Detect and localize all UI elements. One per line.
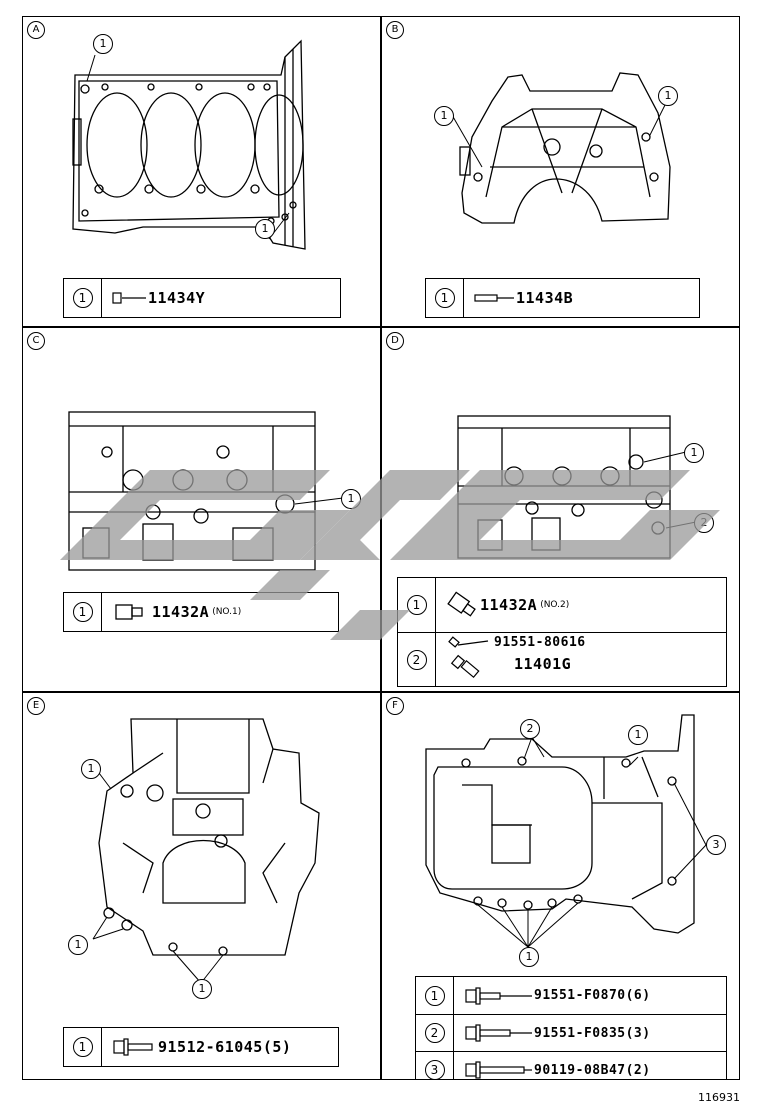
callout-a-1-bottom: 1: [255, 219, 275, 239]
callout-d-2: 2: [694, 513, 714, 533]
plug-icon: [115, 604, 143, 620]
part-number: 11434Y: [148, 289, 206, 307]
part-number: 11434B: [516, 289, 574, 307]
callout-f-1-top: 1: [628, 725, 648, 745]
part-cell: 90119-08B47(2): [454, 1052, 726, 1079]
row-index: 2: [398, 633, 436, 686]
table-row: 1 11432A (NO.2): [398, 578, 726, 632]
plug-icon: [447, 591, 476, 617]
part-number: 90119-08B47(2): [534, 1062, 651, 1078]
parts-table-d: 1 11432A (NO.2) 2: [397, 577, 727, 687]
panel-letter-c: C: [27, 332, 45, 350]
part-cell: 11432A (NO.2): [436, 578, 726, 632]
part-cell: 91551-80616 11401G: [436, 631, 726, 688]
table-row: 1 11434B: [426, 279, 699, 317]
part-cell: 11434B: [464, 279, 699, 317]
panel-letter-b: B: [386, 21, 404, 39]
part-cell: 91551-F0870(6): [454, 977, 726, 1014]
parts-table-e: 1 91512-61045(5): [63, 1027, 339, 1067]
figure-number: 116931: [698, 1091, 740, 1104]
callout-e-1-left: 1: [68, 935, 88, 955]
table-row: 2 91551-80616 11401G: [398, 632, 726, 686]
cylinder-block-top-drawing: [72, 39, 306, 250]
panel-a: A 1 1: [22, 16, 381, 327]
part-number: 91512-61045(5): [158, 1038, 292, 1056]
parts-table-f: 1 91551-F0870(6) 2: [415, 976, 727, 1079]
oil-pan-drawing: [425, 714, 707, 948]
part-number-stack: 91551-80616 11401G: [494, 635, 586, 673]
cylinder-block-end-drawing: [451, 72, 671, 224]
panel-letter-e: E: [27, 697, 45, 715]
cylinder-block-front-drawing: [92, 718, 320, 984]
cylinder-block-side-drawing-c: [68, 411, 344, 571]
table-row: 1 11434Y: [64, 279, 340, 317]
callout-b-1-right: 1: [658, 86, 678, 106]
part-note: (NO.1): [212, 607, 242, 617]
parts-table-a: 1 11434Y: [63, 278, 341, 318]
part-number: 91551-80616: [494, 635, 586, 650]
flange-bolt-icon: [465, 1061, 532, 1079]
panel-d: D 1 2 1: [381, 327, 740, 692]
callout-d-1: 1: [684, 443, 704, 463]
panel-c: C 1 1: [22, 327, 381, 692]
panel-b: B 1 1 1: [381, 16, 740, 327]
panel-f: F: [381, 692, 740, 1080]
callout-c-1: 1: [341, 489, 361, 509]
flange-bolt-icon: [465, 1024, 532, 1042]
part-number: 11432A: [152, 603, 210, 621]
row-index: 1: [64, 279, 102, 317]
callout-b-1-left: 1: [434, 106, 454, 126]
panel-e: E 1 1 1: [22, 692, 381, 1080]
table-row: 2 91551-F0835(3): [416, 1014, 726, 1051]
part-number: 91551-F0835(3): [534, 1025, 651, 1041]
dowel-pin-icon: [112, 292, 146, 304]
panel-letter-a: A: [27, 21, 45, 39]
bolt-and-plug-icon: [448, 636, 489, 679]
part-cell: 91512-61045(5): [102, 1028, 338, 1066]
part-cell: 11434Y: [102, 279, 340, 317]
callout-f-1-bottom: 1: [519, 947, 539, 967]
callout-f-3: 3: [706, 835, 726, 855]
parts-diagram-sheet: A 1 1: [22, 16, 740, 1080]
table-row: 1 91512-61045(5): [64, 1028, 338, 1066]
table-row: 3 90119-08B47(2): [416, 1051, 726, 1079]
row-index: 2: [416, 1015, 454, 1051]
row-index: 3: [416, 1052, 454, 1079]
straight-pin-icon: [474, 294, 514, 302]
callout-f-2: 2: [520, 719, 540, 739]
callout-e-1-top: 1: [81, 759, 101, 779]
part-number-secondary: 11401G: [514, 655, 572, 673]
part-cell: 11432A (NO.1): [102, 593, 338, 631]
row-index: 1: [416, 977, 454, 1014]
callout-e-1-bottom: 1: [192, 979, 212, 999]
row-index: 1: [64, 1028, 102, 1066]
part-number: 11432A: [480, 596, 538, 614]
callout-a-1-top: 1: [93, 34, 113, 54]
part-note: (NO.2): [540, 600, 570, 610]
panel-letter-f: F: [386, 697, 404, 715]
parts-table-c: 1 11432A (NO.1): [63, 592, 339, 632]
row-index: 1: [426, 279, 464, 317]
flange-bolt-icon: [113, 1038, 153, 1056]
part-cell: 91551-F0835(3): [454, 1015, 726, 1051]
row-index: 1: [64, 593, 102, 631]
flange-bolt-icon: [465, 986, 532, 1005]
part-number: 91551-F0870(6): [534, 988, 651, 1003]
table-row: 1 91551-F0870(6): [416, 977, 726, 1014]
row-index: 1: [398, 578, 436, 632]
parts-table-b: 1 11434B: [425, 278, 700, 318]
panel-letter-d: D: [386, 332, 404, 350]
table-row: 1 11432A (NO.1): [64, 593, 338, 631]
